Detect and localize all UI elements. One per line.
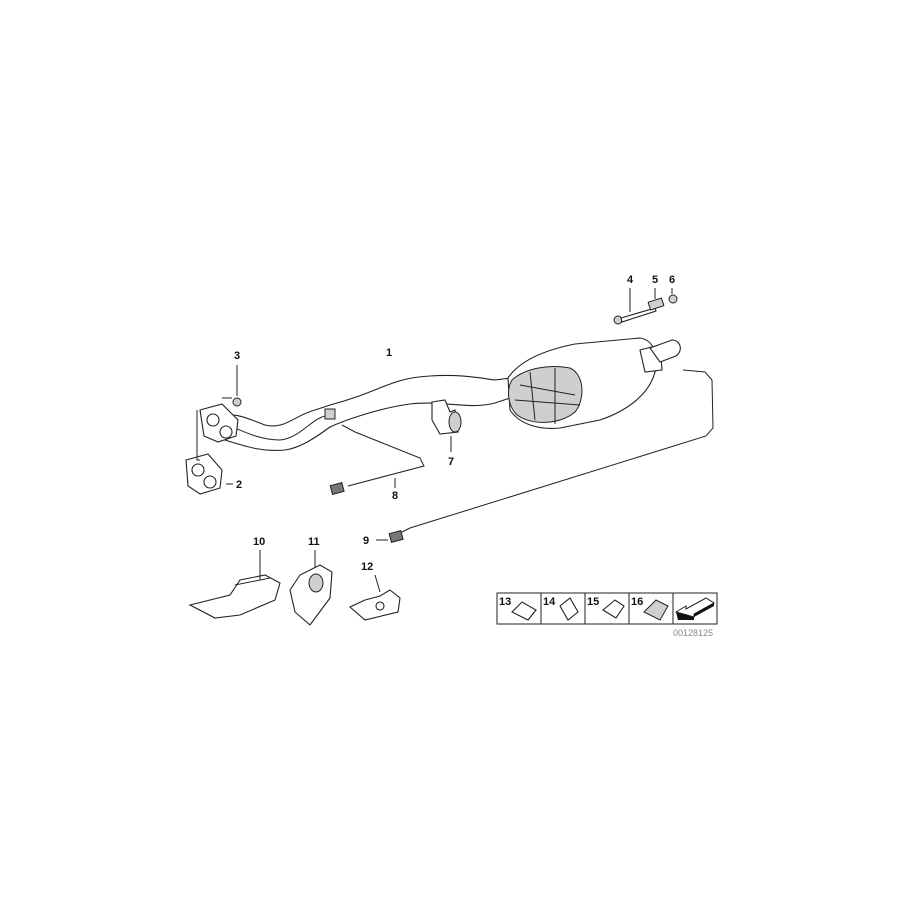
part-9-oxygen-sensor-rear[interactable] bbox=[376, 369, 714, 543]
svg-text:15: 15 bbox=[587, 596, 599, 608]
svg-text:16: 16 bbox=[631, 596, 643, 608]
part-3-nut[interactable] bbox=[222, 365, 242, 407]
callout-11: 11 bbox=[308, 536, 320, 548]
small-parts-box: 13 14 15 16 bbox=[496, 592, 718, 625]
callout-4: 4 bbox=[627, 274, 634, 286]
callout-8: 8 bbox=[392, 490, 398, 502]
part-6-nut[interactable] bbox=[668, 288, 678, 304]
part-7-clamp[interactable] bbox=[431, 399, 462, 452]
part-1-exhaust-pipe[interactable] bbox=[217, 337, 681, 452]
callout-5: 5 bbox=[652, 274, 658, 286]
part-8-oxygen-sensor-front[interactable] bbox=[329, 424, 425, 495]
box-item-16[interactable]: 16 bbox=[631, 596, 669, 621]
catalog-number: 00128125 bbox=[673, 628, 713, 638]
callout-7: 7 bbox=[448, 456, 454, 468]
svg-text:13: 13 bbox=[499, 596, 511, 608]
callout-1: 1 bbox=[386, 347, 392, 359]
part-2-gasket[interactable] bbox=[185, 403, 239, 495]
callout-6: 6 bbox=[669, 274, 675, 286]
part-11-holder[interactable] bbox=[289, 550, 333, 626]
callout-12: 12 bbox=[361, 561, 373, 573]
box-item-14[interactable]: 14 bbox=[543, 596, 579, 621]
pipe-bracket bbox=[324, 408, 336, 420]
box-item-13[interactable]: 13 bbox=[499, 596, 537, 621]
arrow-icon bbox=[674, 597, 715, 620]
callout-10: 10 bbox=[253, 536, 265, 548]
part-12-clip[interactable] bbox=[348, 574, 401, 621]
callout-2: 2 bbox=[236, 479, 242, 491]
callout-3: 3 bbox=[234, 350, 240, 362]
callout-9: 9 bbox=[363, 535, 369, 547]
part-10-bracket[interactable] bbox=[188, 550, 281, 619]
svg-text:14: 14 bbox=[543, 596, 556, 608]
part-5-spring[interactable] bbox=[647, 288, 665, 311]
box-item-15[interactable]: 15 bbox=[587, 596, 625, 619]
part-4-bolt[interactable] bbox=[613, 288, 657, 325]
